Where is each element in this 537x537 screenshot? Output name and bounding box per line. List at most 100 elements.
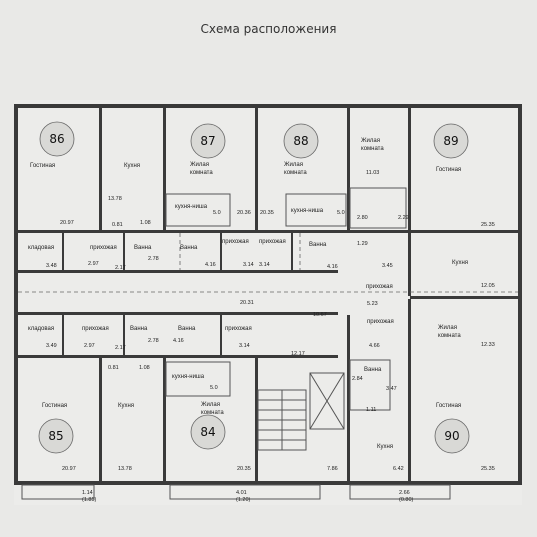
room-label: кладовая	[28, 326, 54, 332]
room-label: 2.97	[84, 343, 95, 349]
room-label: прихожая	[259, 239, 286, 245]
room-label: 2.17	[115, 345, 126, 351]
room-label: 6.42	[393, 466, 404, 472]
room-label: 2.80	[357, 215, 368, 221]
inner-lines	[18, 187, 518, 411]
room-label: прихожая	[366, 284, 393, 290]
room-label: 7.86	[327, 466, 338, 472]
room-label: Жилая	[361, 138, 380, 144]
room-label: кухня-ниша	[175, 204, 208, 210]
apartment-room-label: комната	[190, 170, 213, 176]
room-label: 1.14	[82, 490, 93, 496]
room-label: прихожая	[225, 326, 252, 332]
apartment-room-area: 25.35	[481, 222, 495, 228]
room-label: Ванна	[130, 326, 148, 332]
room-label: 12.05	[481, 283, 495, 289]
room-label: 0.81	[108, 365, 119, 371]
room-label: 5.0	[337, 210, 345, 216]
room-label: 13.78	[118, 466, 132, 472]
room-label: Ванна	[178, 326, 196, 332]
room-label: 2.97	[88, 261, 99, 267]
room-label: Жилая	[201, 402, 220, 408]
room-label: 1.29	[357, 241, 368, 247]
apartment-number-badge	[434, 418, 470, 454]
apartment-number: 85	[48, 429, 63, 443]
room-label: 3.14	[243, 262, 254, 268]
room-label: 5.23	[367, 301, 378, 307]
room-label: 3.14	[259, 262, 270, 268]
apartment-number-badge	[283, 123, 319, 159]
room-label: 2.84	[352, 376, 363, 382]
room-labels: Кухня13.78Жилаякомната11.03кухня-ниша5.0…	[28, 138, 495, 503]
room-label: Жилая	[438, 325, 457, 331]
apartment-room-label: Гостиная	[436, 167, 461, 173]
apartment-room-label: Гостиная	[30, 163, 55, 169]
apartment-84[interactable]: 84 20.35	[190, 414, 251, 472]
apartment-room-area: 20.35	[237, 466, 251, 472]
partition-walls	[62, 108, 411, 481]
room-label: кухня-ниша	[172, 374, 205, 380]
room-label: прихожая	[82, 326, 109, 332]
room-label: 3.14	[239, 343, 250, 349]
room-label: 12.17	[291, 351, 305, 357]
room-label: 1.11	[366, 407, 376, 413]
room-label: 1.08	[139, 365, 150, 371]
room-label: 20.31	[240, 300, 254, 306]
room-label: 2.78	[148, 338, 159, 344]
room-label: 4.66	[369, 343, 380, 349]
apartment-room-label: комната	[284, 170, 307, 176]
room-label: 4.16	[173, 338, 184, 344]
apartment-number: 89	[443, 134, 458, 148]
room-label: 12.33	[481, 342, 495, 348]
apartment-number-badge	[38, 418, 74, 454]
apartment-number: 84	[200, 425, 215, 439]
apartment-room-label: Гостиная	[436, 403, 461, 409]
room-label: Кухня	[377, 444, 393, 450]
apartment-number-badge	[190, 414, 226, 450]
room-label: Кухня	[118, 403, 134, 409]
room-label: 4.16	[205, 262, 216, 268]
room-label: (1.85)	[82, 497, 97, 503]
room-label: 2.29	[398, 215, 409, 221]
apartment-room-label: Жилая	[190, 162, 209, 168]
room-label: прихожая	[222, 239, 249, 245]
room-label: (1.20)	[236, 497, 251, 503]
room-label: 5.0	[213, 210, 221, 216]
room-label: Кухня	[452, 260, 468, 266]
room-label: 3.47	[386, 386, 397, 392]
apartment-markers: 86Гостиная20.9787Жилаякомната20.3688Жила…	[30, 121, 495, 472]
apartment-room-label: Жилая	[284, 162, 303, 168]
room-label: комната	[361, 146, 384, 152]
room-label: кухня-ниша	[291, 208, 324, 214]
room-label: 10.67	[313, 312, 327, 318]
apartment-number: 87	[200, 134, 215, 148]
room-label: 3.49	[46, 343, 57, 349]
balconies	[21, 484, 451, 500]
room-label: 1.08	[140, 220, 151, 226]
stairwell	[257, 389, 307, 451]
room-label: комната	[438, 333, 461, 339]
room-label: Ванна	[309, 242, 327, 248]
room-label: Кухня	[124, 163, 140, 169]
room-label: (0.80)	[399, 497, 414, 503]
page-title: Схема расположения	[200, 22, 337, 36]
room-label: комната	[201, 410, 224, 416]
room-label: кладовая	[28, 245, 54, 251]
elevator	[309, 372, 345, 430]
apartment-room-area: 25.35	[481, 466, 495, 472]
room-label: 0.81	[112, 222, 123, 228]
room-label: 2.78	[148, 256, 159, 262]
apartment-number-badge	[39, 121, 75, 157]
room-label: Ванна	[364, 367, 382, 373]
room-label: 3.45	[382, 263, 393, 269]
room-label: 13.78	[108, 196, 122, 202]
room-label: прихожая	[90, 245, 117, 251]
